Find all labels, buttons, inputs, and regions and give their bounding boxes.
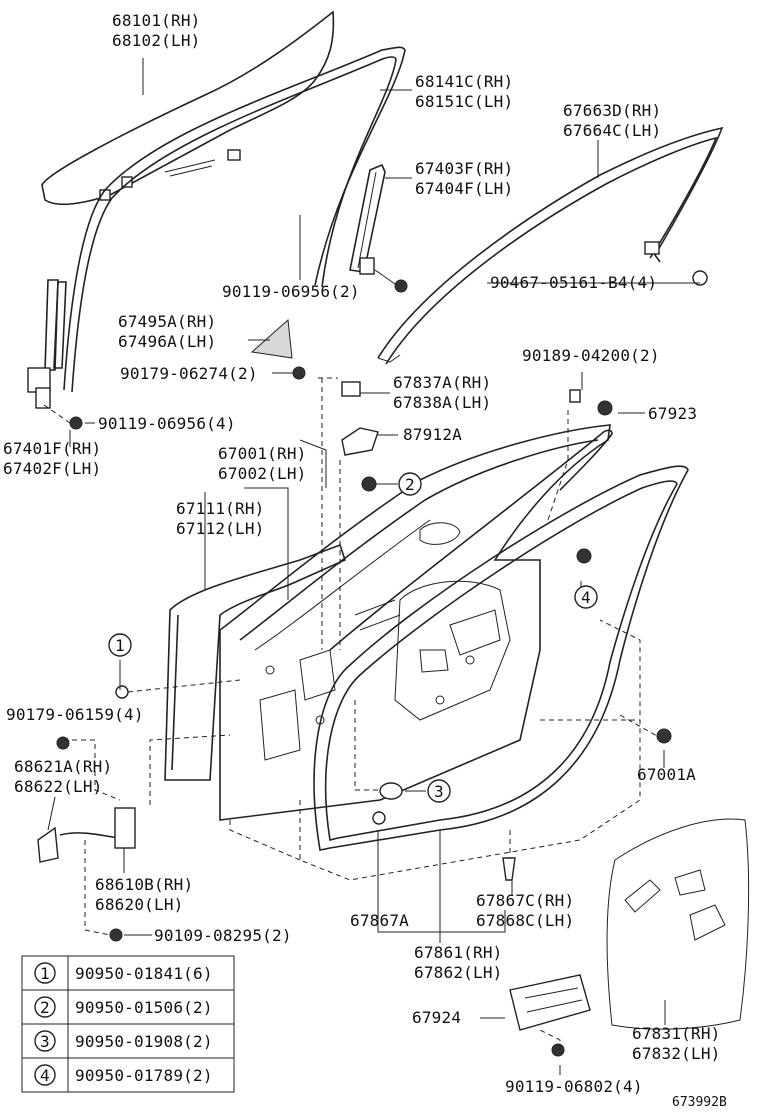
nut-small-icon	[292, 366, 306, 380]
leader-lines	[47, 58, 700, 1075]
nut-icon	[361, 476, 377, 492]
label-door-ws-lh: 67862(LH)	[414, 963, 503, 982]
triangle-cover	[250, 318, 293, 359]
grommet-4-icon	[576, 548, 592, 564]
label-bolt-check: 90109-08295(2)	[154, 926, 292, 945]
label-glass-rh: 68101(RH)	[112, 11, 201, 30]
label-outer-panel-lh: 67112(LH)	[176, 519, 265, 538]
svg-text:90950-01841(6): 90950-01841(6)	[75, 964, 213, 983]
label-bumper: 67923	[648, 404, 697, 423]
label-door-panel-rh: 67001(RH)	[218, 444, 307, 463]
label-triangle-rh: 67495A(RH)	[118, 312, 216, 331]
svg-text:90950-01506(2): 90950-01506(2)	[75, 998, 213, 1017]
clip-top-icon	[569, 389, 581, 403]
label-nut-left: 90179-06159(4)	[6, 705, 144, 724]
label-div-lower-rh: 67401F(RH)	[3, 439, 101, 458]
guide-lines	[63, 377, 658, 1050]
label-glass-lh: 68102(LH)	[112, 31, 201, 50]
label-door-check-rh: 68610B(RH)	[95, 875, 193, 894]
diagram-id: 673992B	[672, 1095, 727, 1110]
screw-icon	[692, 270, 708, 286]
division-bar-upper	[349, 163, 408, 293]
label-run-channel-lh: 68151C(LH)	[415, 92, 513, 111]
callout-2: 2	[398, 472, 422, 496]
label-door-ws-rh: 67861(RH)	[414, 943, 503, 962]
label-door-check-lh: 68620(LH)	[95, 895, 184, 914]
door-weatherstrip	[313, 429, 689, 851]
division-bar-lower	[27, 279, 83, 430]
legend-table: 1 90950-01841(6) 2 90950-01506(2) 3 9095…	[21, 955, 235, 1093]
label-door-panel-lh: 67002(LH)	[218, 464, 307, 483]
door-check-assembly	[37, 685, 136, 942]
svg-text:3: 3	[434, 782, 444, 801]
glass-run-channel	[63, 46, 406, 393]
callout-4: 4	[574, 585, 598, 609]
label-check-bracket-lh: 68622(LH)	[14, 777, 103, 796]
label-div-upper-lh: 67404F(LH)	[415, 179, 513, 198]
legend-row: 2 90950-01506(2)	[34, 996, 213, 1018]
door-glass	[41, 10, 335, 206]
pad-block	[341, 381, 361, 397]
label-pad-lh: 67838A(LH)	[393, 393, 491, 412]
label-pad-rh: 67837A(RH)	[393, 373, 491, 392]
label-cover-bracket: 67924	[412, 1008, 461, 1027]
label-nut-small: 90179-06274(2)	[120, 364, 258, 383]
svg-text:4: 4	[581, 588, 591, 607]
clip-67867a-icon	[372, 811, 386, 825]
legend-row: 3 90950-01908(2)	[34, 1030, 213, 1052]
door-inner-panel	[219, 424, 611, 821]
svg-text:4: 4	[40, 1066, 50, 1085]
label-div-lower-lh: 67402F(LH)	[3, 459, 101, 478]
label-clip-top: 90189-04200(2)	[522, 346, 660, 365]
legend-row: 1 90950-01841(6)	[34, 962, 213, 984]
label-outer-ws-rh: 67663D(RH)	[563, 101, 661, 120]
outer-weatherstrip	[377, 126, 724, 365]
label-clip-lower-lh: 67868C(LH)	[476, 911, 574, 930]
clip-67867c-icon	[502, 857, 516, 881]
label-div-upper-rh: 67403F(RH)	[415, 159, 513, 178]
label-bolt-top-center: 90119-06956(2)	[222, 282, 360, 301]
door-outer-panel	[164, 543, 346, 781]
label-hole-cover-lh: 67832(LH)	[632, 1044, 721, 1063]
plug-icon	[656, 728, 672, 744]
label-outer-ws-lh: 67664C(LH)	[563, 121, 661, 140]
callout-3: 3	[427, 779, 451, 803]
label-triangle-lh: 67496A(LH)	[118, 332, 216, 351]
bumper-icon	[597, 400, 613, 416]
legend-row: 4 90950-01789(2)	[34, 1064, 213, 1086]
cover-bracket	[509, 974, 591, 1057]
svg-text:90950-01908(2): 90950-01908(2)	[75, 1032, 213, 1051]
label-clip-a: 67867A	[350, 911, 409, 930]
svg-text:90950-01789(2): 90950-01789(2)	[75, 1066, 213, 1085]
clip-3-icon	[379, 782, 403, 800]
label-check-bracket-rh: 68621A(RH)	[14, 757, 112, 776]
service-hole-cover	[606, 818, 750, 1030]
label-seal-panel: 87912A	[403, 425, 462, 444]
svg-text:1: 1	[40, 964, 50, 983]
label-clip-lower-rh: 67867C(RH)	[476, 891, 574, 910]
svg-text:2: 2	[40, 998, 50, 1017]
label-bolt-bottom: 90119-06802(4)	[505, 1077, 643, 1096]
label-bolt-left: 90119-06956(4)	[98, 414, 236, 433]
label-outer-panel-rh: 67111(RH)	[176, 499, 265, 518]
label-plug: 67001A	[637, 765, 696, 784]
callout-1: 1	[108, 633, 132, 657]
label-run-channel-rh: 68141C(RH)	[415, 72, 513, 91]
svg-text:3: 3	[40, 1032, 50, 1051]
svg-text:2: 2	[405, 475, 415, 494]
svg-text:1: 1	[115, 636, 125, 655]
label-hole-cover-rh: 67831(RH)	[632, 1024, 721, 1043]
seal-panel	[341, 427, 379, 456]
label-screw-top-right: 90467-05161-B4(4)	[490, 273, 657, 292]
